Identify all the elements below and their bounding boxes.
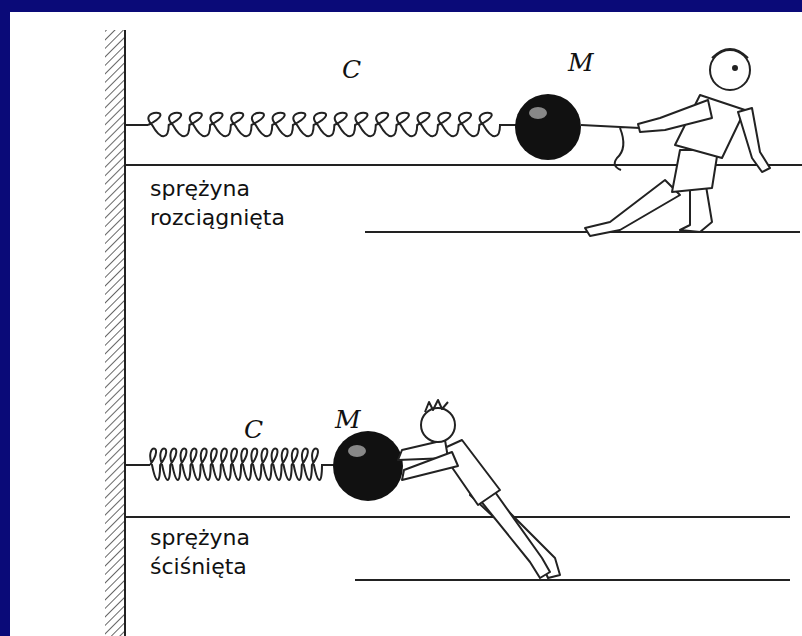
part-label: M xyxy=(568,48,594,77)
mass-ball xyxy=(515,94,581,160)
panel xyxy=(10,12,802,636)
highlight xyxy=(529,107,547,119)
mass-ball xyxy=(333,431,403,501)
pulling-man xyxy=(585,49,770,236)
springs xyxy=(125,113,516,480)
wall-edge xyxy=(124,30,126,636)
part-label: C xyxy=(244,415,263,444)
rope xyxy=(581,125,640,170)
spring-coil xyxy=(150,449,334,481)
wall xyxy=(105,30,125,636)
part-label: C xyxy=(342,55,361,84)
spring-end xyxy=(125,464,150,466)
caption-label: sprężyna rozciągnięta xyxy=(150,174,300,232)
highlight xyxy=(348,445,366,457)
spring-end xyxy=(125,124,148,126)
spring-coil xyxy=(148,113,516,137)
part-label: M xyxy=(335,405,361,434)
caption-label: sprężyna ściśnięta xyxy=(150,523,300,581)
caption-line xyxy=(355,579,790,581)
floor xyxy=(125,516,790,518)
caption-line xyxy=(365,231,800,233)
pushing-man xyxy=(398,400,560,578)
